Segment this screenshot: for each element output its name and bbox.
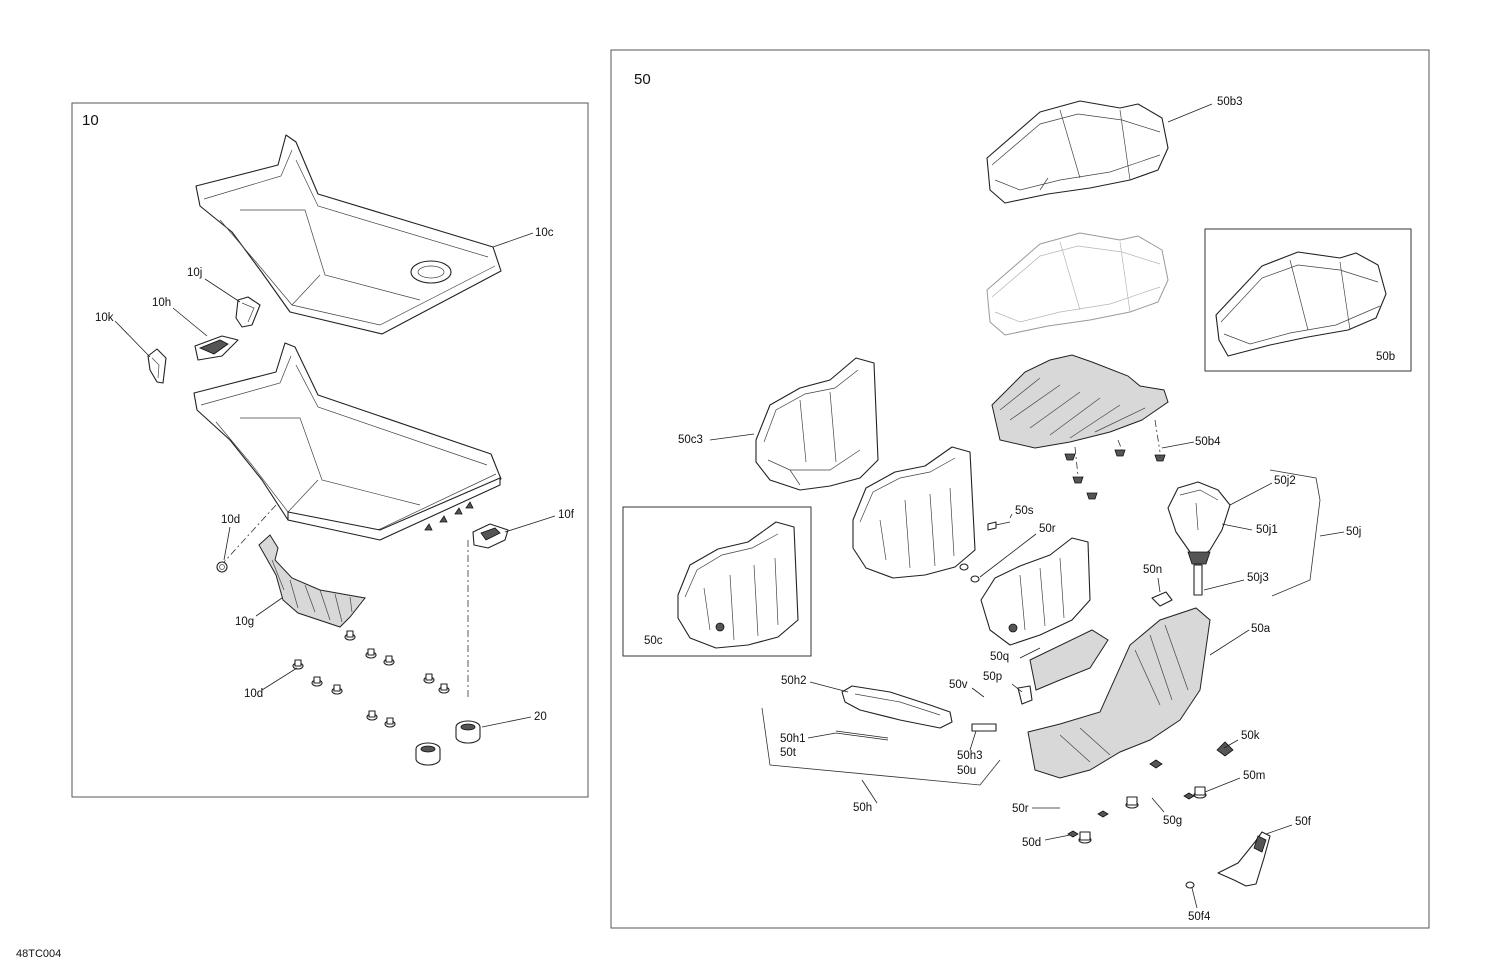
callout-50j3: 50j3 [1247,572,1269,584]
panel-10: 10 [71,102,589,798]
drawing-code: 48TC004 [16,948,61,960]
callout-50b4: 50b4 [1195,436,1221,448]
callout-50c3: 50c3 [678,434,703,446]
callout-20: 20 [534,711,547,723]
callout-50m: 50m [1243,770,1265,782]
callout-50j: 50j [1346,526,1361,538]
screw-50s [987,521,1011,531]
callout-50u: 50u [957,765,976,777]
plate-10g [258,534,366,628]
callout-10f: 10f [558,509,575,521]
callout-10c: 10c [535,227,554,239]
callout-50q: 50q [990,651,1009,663]
backrest-50c3 [755,357,879,491]
callout-10d-lower: 10d [244,688,263,700]
callout-50h3: 50h3 [957,750,983,762]
callout-50n: 50n [1143,564,1162,576]
cushion-50b3 [986,100,1169,204]
bracket-50f [1185,831,1271,889]
panel-10-frame [71,102,589,798]
callout-50s: 50s [1015,505,1034,517]
panel-10-leaders [114,232,556,728]
rod-50h3 [971,723,997,732]
callout-10k: 10k [95,312,114,324]
handle-50h2 [841,685,953,729]
panel-10-label: 10 [82,112,99,129]
fasteners-bottom [1067,741,1234,844]
cup-20-second [415,742,441,766]
inset-50b-frame [1204,228,1412,372]
rod-50h1 [835,730,889,741]
callout-50f4: 50f4 [1188,911,1211,923]
panel-50: 50 [610,49,1430,929]
callout-50g: 50g [1163,815,1182,827]
seat-base-50b4 [991,354,1169,500]
panel-50-frame [610,49,1430,929]
latch-cover-10j [235,296,261,328]
callout-50h2: 50h2 [781,675,807,687]
callout-50t: 50t [780,747,797,759]
cup-20 [455,720,481,744]
clip-10d-single [216,561,228,573]
callout-50v: 50v [949,679,968,691]
callout-50r-upper: 50r [1039,523,1056,535]
callout-50h: 50h [853,802,872,814]
callout-50p: 50p [983,671,1002,683]
callout-10h: 10h [152,297,171,309]
washer-50r [959,563,980,583]
clip-50n [1151,591,1173,607]
inset-50c-frame [622,506,812,657]
callout-50r-lower: 50r [1012,803,1029,815]
pin-50v [1017,685,1033,705]
handle-50j [1167,481,1231,596]
backrest-50c [677,521,799,649]
callout-50d: 50d [1022,837,1041,849]
cover-50q [1029,629,1109,691]
callout-50f: 50f [1295,816,1312,828]
clip-10k [147,348,167,384]
seat-base-illustration [193,342,502,541]
callout-50b: 50b [1376,351,1395,363]
callout-50j2: 50j2 [1274,475,1296,487]
cushion-ghost [986,232,1169,336]
seat-cover-illustration [195,134,502,335]
panel-50-label: 50 [634,71,651,88]
latch-10h [194,335,239,361]
callout-50b3: 50b3 [1217,96,1243,108]
backrest-middle [852,446,976,579]
callout-50j1: 50j1 [1256,524,1278,536]
callout-50a: 50a [1251,623,1271,635]
backrest-frame [980,537,1091,646]
panel-50-leaders [709,103,1345,909]
callout-50h1: 50h1 [780,733,806,745]
frame-50a [1027,607,1211,779]
callout-10d-upper: 10d [221,514,240,526]
callout-10j: 10j [187,267,202,279]
cushion-50b [1215,251,1387,357]
grommet-group-10d [292,630,450,728]
callout-50k: 50k [1241,730,1260,742]
latch-10f [472,523,509,549]
callout-50c: 50c [644,635,663,647]
callout-10g: 10g [235,616,254,628]
